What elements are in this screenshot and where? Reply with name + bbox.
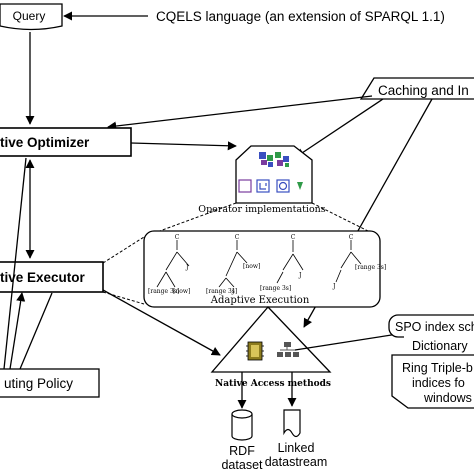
ring-index-node: Ring Triple-b indices fo windows <box>391 354 474 409</box>
dictionary-label: Dictionary <box>412 339 468 353</box>
query-label: Query <box>13 9 46 23</box>
zoom-line-right-top <box>311 202 373 234</box>
routing-policy-node: uting Policy <box>0 368 100 398</box>
document-stream-icon <box>283 409 301 438</box>
tree-3-join: J <box>298 272 302 279</box>
spo-label: SPO index sch <box>395 320 474 334</box>
executor-to-native-arrow <box>102 289 221 356</box>
operator-label: Operator implementations <box>198 204 326 215</box>
query-plan-tree-4: C [range 3s] J <box>332 234 386 290</box>
query-node: Query <box>0 3 63 31</box>
routing-label: uting Policy <box>4 376 73 391</box>
caching-label: Caching and In <box>378 83 469 98</box>
operator-glyph-icons <box>238 179 303 193</box>
query-plan-tree-3: C J [range 3s] <box>260 234 304 292</box>
native-to-spo-line <box>294 333 399 351</box>
ring-label-2: indices fo <box>412 376 465 390</box>
tree-2-join: J <box>231 288 235 295</box>
tree-4-leaf-range: [range 3s] <box>355 264 386 271</box>
optimizer-to-operators-arrow <box>130 141 237 151</box>
optimizer-label: tive Optimizer <box>0 135 90 150</box>
tree-1-join: J <box>185 264 189 271</box>
operator-blocks-icon <box>259 152 289 167</box>
adaptive-execution-label: Adaptive Execution <box>210 295 310 306</box>
index-tree-icon <box>277 342 299 357</box>
routing-cross-line <box>19 292 53 370</box>
tree-3-root: C <box>291 234 296 241</box>
zoom-line-left-top <box>145 202 237 237</box>
spo-index-node: SPO index sch <box>388 314 474 338</box>
tree-2-leaf-range: [range 3s] <box>206 288 237 295</box>
native-access-label: Native Access methods <box>215 379 331 389</box>
cqels-label: CQELS language (an extension of SPARQL 1… <box>156 9 445 24</box>
caching-node: Caching and In <box>359 77 474 100</box>
ring-label-3: windows <box>423 391 472 405</box>
query-plan-tree-2: C [now] [range 3s] J <box>206 234 260 295</box>
rdf-label-1: RDF <box>229 444 255 458</box>
zoom-line-left-exec <box>102 236 145 264</box>
tree-2-root: C <box>235 234 240 241</box>
linked-label-1: Linked <box>278 441 315 455</box>
database-icon <box>231 409 253 441</box>
tree-1-leaf-range: [range 3s] <box>148 288 179 295</box>
tree-4-join: J <box>332 283 336 290</box>
ring-label-1: Ring Triple-b <box>402 361 473 375</box>
query-plan-tree-1: C J [range 3s] [now] <box>148 234 190 295</box>
operator-implementations: Operator implementations <box>198 145 326 215</box>
executor-node: tive Executor <box>0 261 104 293</box>
routing-to-executor-line <box>9 292 26 370</box>
optimizer-node: tive Optimizer <box>0 127 132 157</box>
tree-4-root: C <box>349 234 354 241</box>
caching-to-operators-arrow <box>295 98 384 158</box>
executor-label: tive Executor <box>0 270 86 285</box>
adaptive-execution-box: C J [range 3s] [now] C [now] [range 3s] … <box>143 230 386 308</box>
tree-2-leaf-now: [now] <box>243 263 260 270</box>
native-access-methods: Native Access methods <box>210 306 332 389</box>
tree-3-leaf-range: [range 3s] <box>260 285 291 292</box>
dictionary-node: Dictionary <box>404 335 474 355</box>
rdf-label-2: dataset <box>221 458 263 472</box>
tree-1-leaf-now: [now] <box>173 288 190 295</box>
caching-to-optimizer-arrow <box>107 95 373 131</box>
linked-label-2: datastream <box>265 455 328 469</box>
routing-to-optimizer-line <box>3 157 27 370</box>
tree-1-root: C <box>175 234 180 241</box>
memory-chip-icon <box>246 341 264 361</box>
